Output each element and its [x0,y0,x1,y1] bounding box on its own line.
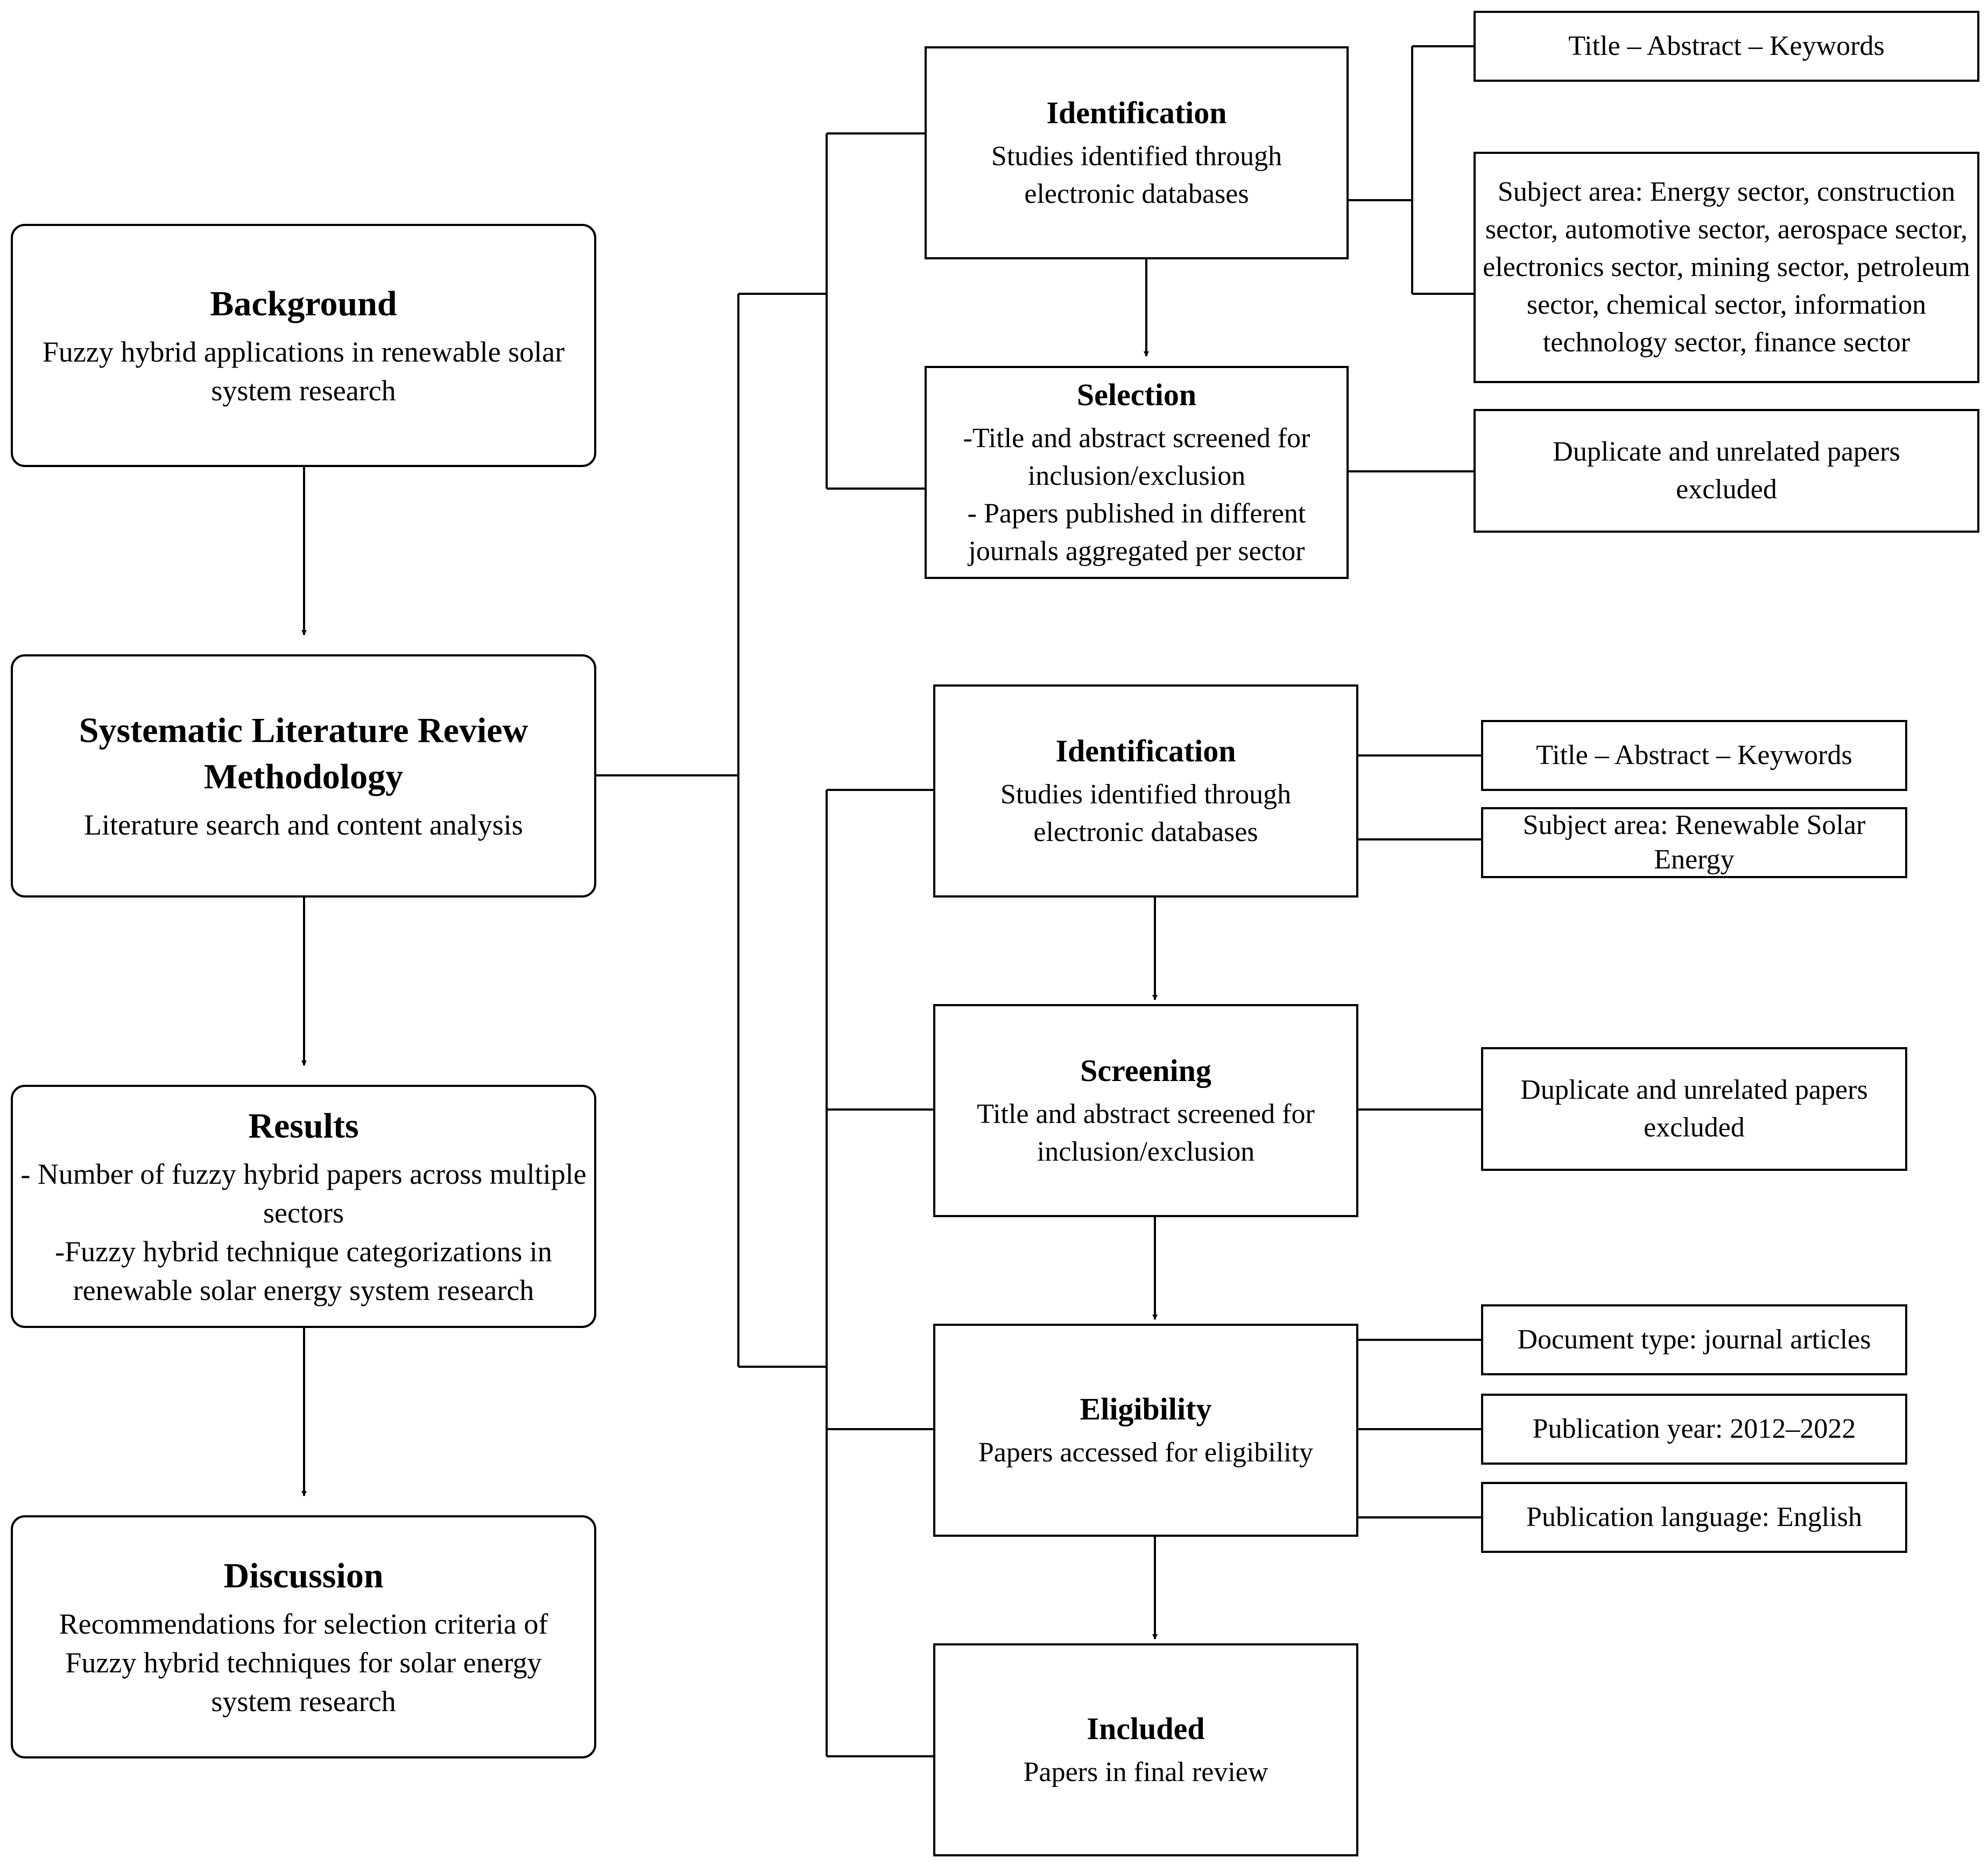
lower-included-body: Papers in final review [1023,1757,1268,1788]
results-title: Results [248,1106,359,1146]
upper-identification-body: Studies identified through electronic da… [991,141,1282,209]
lower-included-title: Included [1087,1711,1205,1746]
lower-criteria-year-text: Publication year: 2012–2022 [1532,1414,1856,1444]
upper-criteria-keywords: Title – Abstract – Keywords [1474,11,1979,82]
lower-criteria-doctype: Document type: journal articles [1481,1304,1907,1375]
lower-identification-box: Identification Studies identified throug… [933,684,1358,898]
upper-selection-title: Selection [1076,377,1197,412]
background-box: Background Fuzzy hybrid applications in … [11,224,596,467]
lower-criteria-keywords: Title – Abstract – Keywords [1481,720,1907,791]
methodology-title: Systematic Literature Review Methodology [79,711,528,796]
discussion-body: Recommendations for selection criteria o… [59,1608,548,1718]
lower-identification-title: Identification [1055,733,1236,768]
upper-identification-title: Identification [1046,95,1227,130]
upper-identification-box: Identification Studies identified throug… [925,46,1349,259]
background-title: Background [210,284,397,323]
upper-selection-body: -Title and abstract screened for inclusi… [963,423,1310,567]
upper-criteria-keywords-text: Title – Abstract – Keywords [1568,31,1885,61]
lower-criteria-duplicates-text: Duplicate and unrelated papers excluded [1520,1075,1868,1143]
discussion-title: Discussion [223,1556,384,1595]
results-box: Results - Number of fuzzy hybrid papers … [11,1085,596,1328]
upper-criteria-subject: Subject area: Energy sector, constructio… [1474,152,1979,383]
lower-screening-title: Screening [1080,1053,1211,1088]
lower-criteria-keywords-text: Title – Abstract – Keywords [1536,740,1852,771]
upper-criteria-subject-text: Subject area: Energy sector, constructio… [1483,176,1970,358]
discussion-box: Discussion Recommendations for selection… [11,1515,596,1758]
background-body: Fuzzy hybrid applications in renewable s… [42,336,565,407]
lower-criteria-subject-text: Subject area: Renewable Solar Energy [1522,810,1866,875]
upper-criteria-duplicates: Duplicate and unrelated papers excluded [1474,409,1979,533]
lower-eligibility-body: Papers accessed for eligibility [978,1437,1314,1468]
lower-eligibility-box: Eligibility Papers accessed for eligibil… [933,1324,1358,1537]
upper-selection-box: Selection -Title and abstract screened f… [925,366,1349,579]
lower-screening-box: Screening Title and abstract screened fo… [933,1004,1358,1217]
methodology-box: Systematic Literature Review Methodology… [11,654,596,898]
lower-screening-body: Title and abstract screened for inclusio… [977,1099,1315,1167]
lower-criteria-subject: Subject area: Renewable Solar Energy [1481,807,1907,878]
lower-criteria-language: Publication language: English [1481,1482,1907,1553]
lower-included-box: Included Papers in final review [933,1643,1358,1856]
lower-identification-body: Studies identified through electronic da… [1000,779,1292,847]
methodology-body: Literature search and content analysis [84,809,523,841]
results-body: - Number of fuzzy hybrid papers across m… [20,1158,587,1306]
lower-criteria-duplicates: Duplicate and unrelated papers excluded [1481,1047,1907,1171]
lower-criteria-language-text: Publication language: English [1526,1502,1862,1532]
lower-criteria-doctype-text: Document type: journal articles [1517,1324,1871,1355]
lower-criteria-year: Publication year: 2012–2022 [1481,1394,1907,1465]
lower-eligibility-title: Eligibility [1080,1391,1212,1426]
upper-criteria-duplicates-text: Duplicate and unrelated papers excluded [1553,436,1900,505]
